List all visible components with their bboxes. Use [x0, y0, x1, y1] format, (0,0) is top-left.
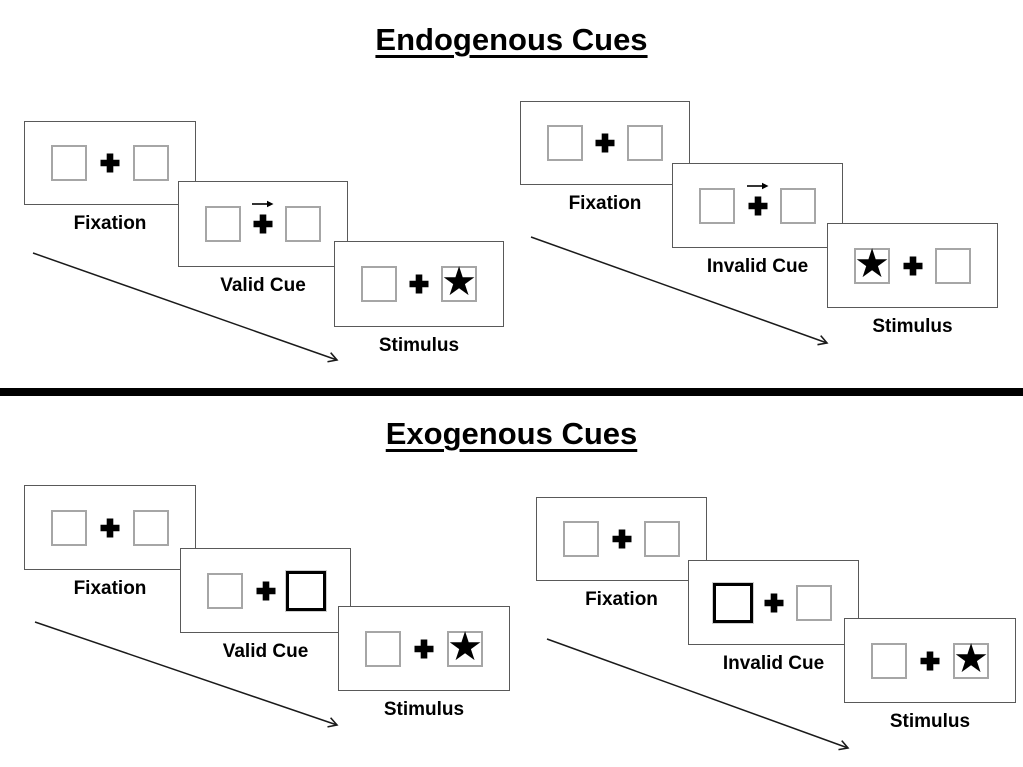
left-box: [547, 125, 583, 161]
left-box: [207, 572, 243, 609]
star-icon: ★: [441, 260, 477, 304]
fixation-cross-icon: [253, 214, 273, 234]
fixation-panel: Fixation: [24, 485, 196, 599]
section-title-exogenous: Exogenous Cues: [385, 416, 638, 451]
right-box: [285, 206, 321, 242]
cue-panel: Invalid Cue: [672, 163, 843, 277]
left-box: ★: [854, 241, 890, 286]
step-label: Stimulus: [872, 316, 953, 337]
timeline-arrow: [530, 236, 829, 346]
left-box: [871, 642, 907, 679]
left-box: [51, 509, 87, 546]
right-box: [133, 145, 169, 181]
cue-panel: Invalid Cue: [688, 560, 859, 674]
left-box-cue-highlight: [713, 582, 753, 623]
right-box: [627, 125, 663, 161]
fixation-panel: Fixation: [536, 497, 707, 610]
fixation-cross-icon: [920, 651, 940, 670]
right-box: ★: [447, 624, 483, 669]
fixation-cross-icon: [414, 639, 434, 658]
left-box: [361, 266, 397, 302]
right-box: [780, 187, 816, 224]
left-box: [365, 630, 401, 667]
fixation-cross-icon: [748, 196, 767, 215]
left-box: [699, 187, 735, 224]
fixation-cross-icon: [595, 133, 615, 153]
right-box: ★: [953, 636, 989, 681]
fixation-cross-icon: [764, 593, 783, 612]
cue-arrow-icon: [746, 180, 770, 192]
stimulus-panel: ★ Stimulus: [334, 241, 504, 356]
fixation-cross-icon: [256, 581, 275, 600]
step-label: Fixation: [73, 213, 147, 234]
fixation-panel: Fixation: [24, 121, 196, 234]
stimulus-panel: ★ Stimulus: [844, 618, 1016, 732]
right-box-cue-highlight: [286, 570, 326, 611]
stimulus-panel: ★ Stimulus: [827, 223, 998, 337]
cue-panel: Valid Cue: [178, 181, 348, 296]
step-label: Stimulus: [378, 335, 460, 356]
fixation-cross-icon: [903, 256, 922, 275]
step-label: Stimulus: [383, 699, 465, 720]
right-box: [644, 521, 680, 557]
left-box: [51, 145, 87, 181]
step-label: Stimulus: [889, 711, 971, 732]
star-icon: ★: [953, 636, 989, 681]
right-box: ★: [441, 260, 477, 304]
star-icon: ★: [854, 241, 890, 286]
left-box: [563, 521, 599, 557]
stimulus-panel: ★ Stimulus: [338, 606, 510, 720]
right-box: [133, 509, 169, 546]
step-label: Fixation: [73, 578, 147, 599]
right-box: [796, 584, 832, 621]
fixation-cross-icon: [612, 529, 631, 549]
section-title-endogenous: Endogenous Cues: [375, 22, 648, 57]
left-box: [205, 206, 241, 242]
cue-panel: Valid Cue: [180, 548, 351, 662]
cue-arrow-icon: [251, 198, 275, 210]
fixation-panel: Fixation: [520, 101, 690, 214]
timeline-arrow: [546, 638, 850, 751]
right-box: [935, 247, 971, 284]
star-icon: ★: [447, 624, 483, 669]
section-divider: [0, 388, 1023, 396]
fixation-cross-icon: [409, 274, 429, 294]
fixation-cross-icon: [100, 153, 120, 173]
step-label: Fixation: [568, 193, 642, 214]
fixation-cross-icon: [100, 518, 120, 537]
step-label: Fixation: [585, 589, 658, 610]
